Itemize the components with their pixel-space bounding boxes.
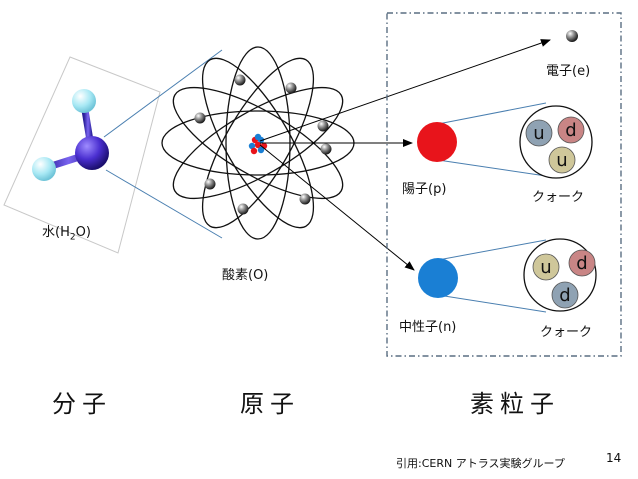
quark-u-proton-1 <box>525 119 553 147</box>
quark-label-neutron: クォーク <box>540 325 593 340</box>
quark-d-neutron-2 <box>551 281 579 309</box>
page-number: 14 <box>606 451 622 465</box>
electron-label: 電子(e) <box>546 64 591 79</box>
proton-label: 陽子(p) <box>402 182 447 197</box>
water-label-sub: 2 <box>69 232 76 243</box>
oxygen-label: 酸素(O) <box>222 268 269 283</box>
category-elementary-particle: 素粒子 <box>470 390 560 418</box>
quark-d-proton <box>557 116 585 144</box>
quark-label-proton: クォーク <box>532 190 585 205</box>
zoom-line-top <box>103 49 223 138</box>
category-molecule: 分子 <box>52 390 112 418</box>
quark-label-proton-3: u <box>556 150 567 171</box>
water-label-pre: 水(H <box>42 225 70 240</box>
quark-label-neutron-1: u <box>540 257 551 278</box>
elementary-particle-box <box>386 12 622 357</box>
quark-d-neutron-1 <box>568 249 596 277</box>
atom-electrons <box>194 74 332 215</box>
quark-label-proton-2: d <box>565 120 576 141</box>
neutron-label: 中性子(n) <box>399 320 457 335</box>
proton-particle <box>417 122 457 162</box>
oxygen-atom <box>75 136 109 170</box>
neutron-group <box>418 238 597 313</box>
citation: 引用:CERN アトラス実験グループ <box>396 457 565 470</box>
proton-group <box>417 102 593 179</box>
quark-u-neutron <box>532 253 560 281</box>
arrow-to-neutron <box>259 144 415 271</box>
electron <box>566 30 578 42</box>
neutron-particle <box>418 258 458 298</box>
hydrogen-atom-left <box>32 157 56 181</box>
category-atom: 原子 <box>240 390 300 418</box>
water-label-post: O) <box>75 225 91 240</box>
arrow-to-electron <box>259 39 551 142</box>
quark-label-neutron-3: d <box>559 285 570 306</box>
water-molecule <box>32 89 109 181</box>
nucleus <box>248 133 268 155</box>
quark-u-proton-2 <box>548 146 576 174</box>
atom-orbits <box>161 46 355 240</box>
hydrogen-atom-top <box>72 89 96 113</box>
quark-label-proton-1: u <box>533 123 544 144</box>
quark-label-neutron-2: d <box>576 253 587 274</box>
zoom-line-bottom <box>105 169 223 239</box>
water-label: 水(H2O) <box>42 226 91 243</box>
